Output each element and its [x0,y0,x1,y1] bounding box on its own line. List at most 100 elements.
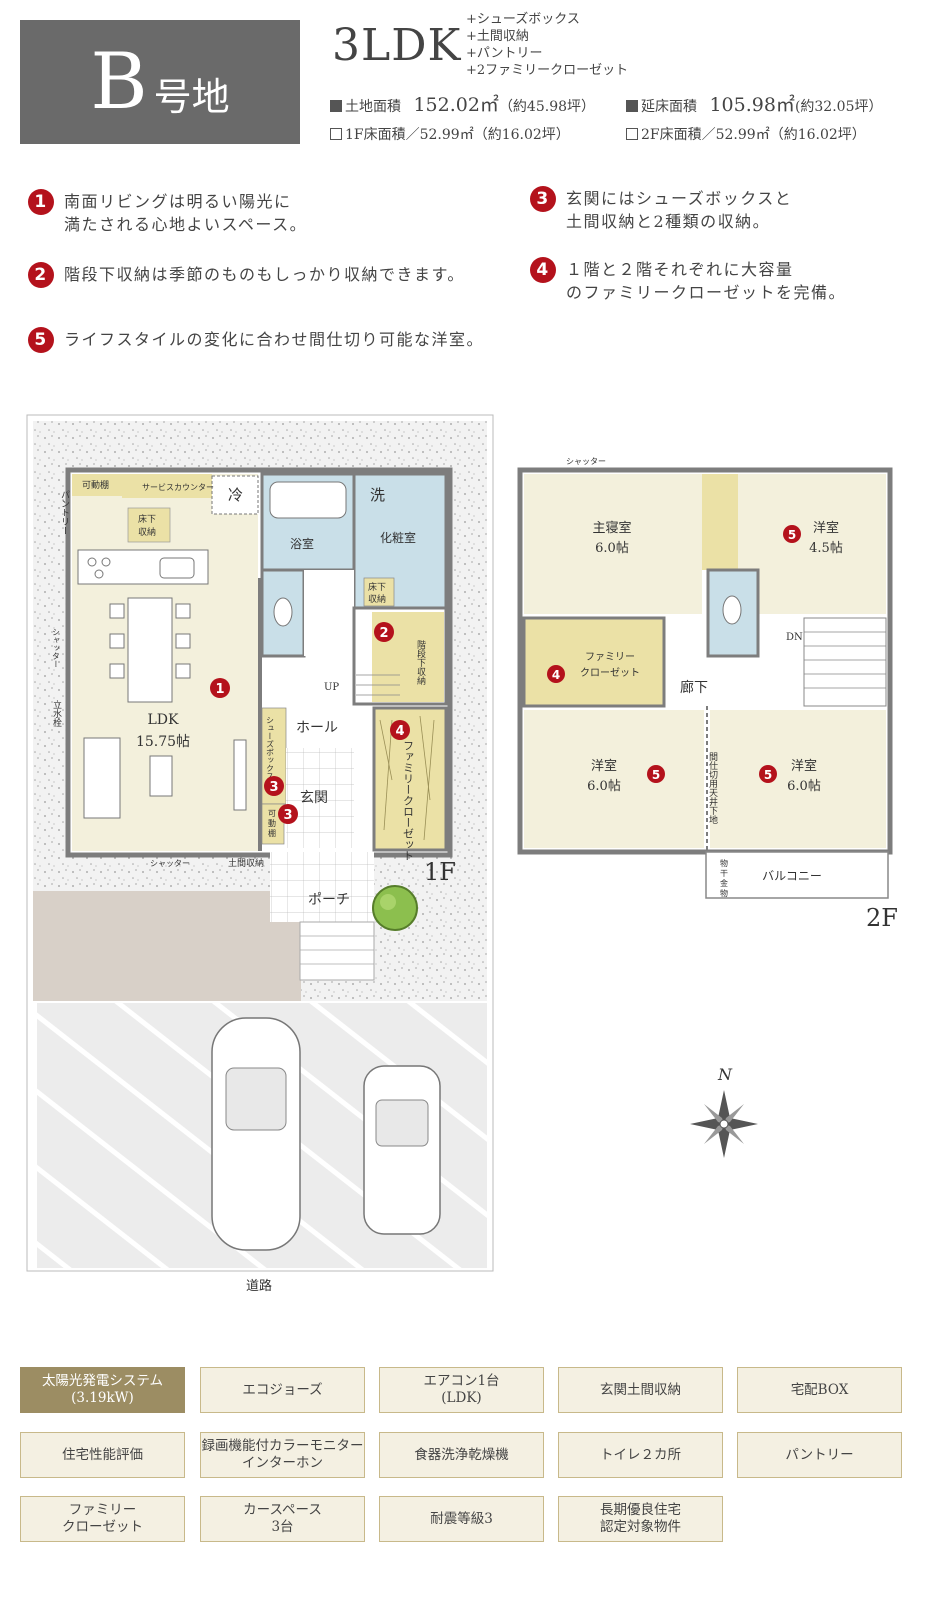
marker-5a: 5 [783,525,801,543]
feature-text: 南面リビングは明るい陽光に [64,192,292,211]
equipment-item: パントリー [737,1432,902,1478]
up-label: UP [324,682,339,693]
marker-5c: 5 [759,765,777,783]
room-se-size: 6.0帖 [787,779,821,794]
wash-room [352,472,448,610]
option-item: +2ファミリークローゼット [466,63,629,78]
room-ne-size: 4.5帖 [809,541,843,556]
compass-icon [690,1090,758,1158]
svg-text:3: 3 [269,780,278,795]
feature-number: 4 [530,257,556,283]
room-ne [738,474,886,614]
floor2-area-text: 2F床面積／52.99㎡（約16.02坪） [641,127,866,143]
washroom-label: 化粧室 [380,530,416,545]
master-bedroom [524,474,702,614]
hallway-2f-label: 廊下 [680,679,708,696]
porch-tile [270,852,374,922]
floor1-area: 1F床面積／52.99㎡（約16.02坪） [330,124,570,144]
feature-text: 階段下収納は季節のものもしっかり収納できます。 [64,265,465,284]
underfloor-label: 収納 [138,526,156,538]
svg-text:5: 5 [652,768,660,782]
partition-label: 間仕切用天井下地 [707,752,718,824]
dryer-label: 金 [720,878,728,888]
marker-5b: 5 [647,765,665,783]
marker-4: 4 [390,720,410,740]
land-area-label: 土地面積 [345,99,401,115]
family-closet-2f [522,616,666,708]
svg-text:4: 4 [395,724,404,739]
feature-text: １階と２階それぞれに大容量 [566,260,794,279]
shutter-2f-label: シャッター [566,457,606,466]
total-area-tsubo: (約32.05坪） [794,99,883,115]
bath-label: 浴室 [290,536,314,551]
feature-text: 玄関にはシューズボックスと [566,189,793,208]
filled-square-icon [330,100,342,112]
dn-label: DN [786,632,803,643]
room-se-label: 洋室 [791,758,817,774]
svg-text:4: 4 [552,668,560,682]
shoebox-label: シューズボックス [266,716,275,780]
movable-shelf-label: 可動棚 [82,479,109,491]
room-sw [524,710,704,848]
feature-number: 2 [28,262,54,288]
closet-2f-label: クローゼット [580,667,640,679]
balcony [705,851,889,899]
master-label: 主寝室 [592,520,631,536]
under-stairs-label: 階段下収納 [415,640,426,686]
underfloor2-label: 床下 [368,581,386,593]
road-label: 道路 [246,1278,272,1294]
service-counter-label: サービスカウンター [142,483,214,492]
room-sw-size: 6.0帖 [587,779,621,794]
equipment-item: 長期優良住宅 認定対象物件 [558,1496,723,1542]
closet-2f-label: ファミリー [585,652,635,663]
ldk-label: LDK [148,712,180,728]
land-area-value: 152.02㎡ [413,94,499,116]
feature-text: のファミリークローゼットを完備。 [566,283,847,302]
option-item: +パントリー [466,46,543,61]
hall-label: ホール [296,720,338,736]
marker-4b: 4 [547,665,565,683]
option-item: +シューズボックス [466,12,580,27]
total-area-label: 延床面積 [641,99,697,115]
equipment-item: 宅配BOX [737,1367,902,1413]
filled-square-icon [626,100,638,112]
svg-text:1: 1 [215,682,224,697]
floor1-label: 1F [424,858,456,886]
plan-type: 3LDK [332,20,462,71]
floor2-label: 2F [866,904,898,932]
car-small [363,1065,441,1235]
underfloor-label: 床下 [138,513,156,525]
ldk-size: 15.75帖 [136,734,190,750]
feature-number: 5 [28,327,54,353]
feature-number: 1 [28,189,54,215]
tree [372,885,418,931]
equipment-item: エアコン1台 (LDK) [379,1367,544,1413]
svg-text:2: 2 [379,626,388,641]
shutter-label: シャッター [150,859,190,868]
family-closet-1f-label: ファミリークローゼット [402,740,415,861]
total-area-value: 105.98㎡ [709,94,795,116]
entrance-label: 玄関 [300,789,328,806]
floor1-area-text: 1F床面積／52.99㎡（約16.02坪） [345,127,570,143]
svg-text:5: 5 [764,768,772,782]
equipment-item: 食器洗浄乾燥機 [379,1432,544,1478]
feature-4: 4 １階と２階それぞれに大容量のファミリークローゼットを完備。 [530,257,847,304]
lot-badge: B 号地 [20,20,300,144]
marker-1: 1 [210,678,230,698]
feature-2: 2 階段下収納は季節のものもしっかり収納できます。 [28,262,465,288]
open-square-icon [330,128,342,140]
feature-text: 土間収納と2種類の収納。 [566,212,771,231]
compass-north-label: N [717,1065,733,1084]
lot-letter: B [90,37,148,127]
master-size: 6.0帖 [595,541,629,556]
feature-1: 1 南面リビングは明るい陽光に満たされる心地よいスペース。 [28,189,308,236]
car-large [211,1017,301,1251]
doma-storage-label: 土間収納 [228,857,264,869]
porch-label: ポーチ [308,892,350,908]
equipment-item: 太陽光発電システム (3.19kW) [20,1367,185,1413]
wash-label: 洗 [370,486,385,504]
equipment-item: 玄関土間収納 [558,1367,723,1413]
balcony-label: バルコニー [762,869,822,883]
feature-text: 満たされる心地よいスペース。 [64,215,308,234]
